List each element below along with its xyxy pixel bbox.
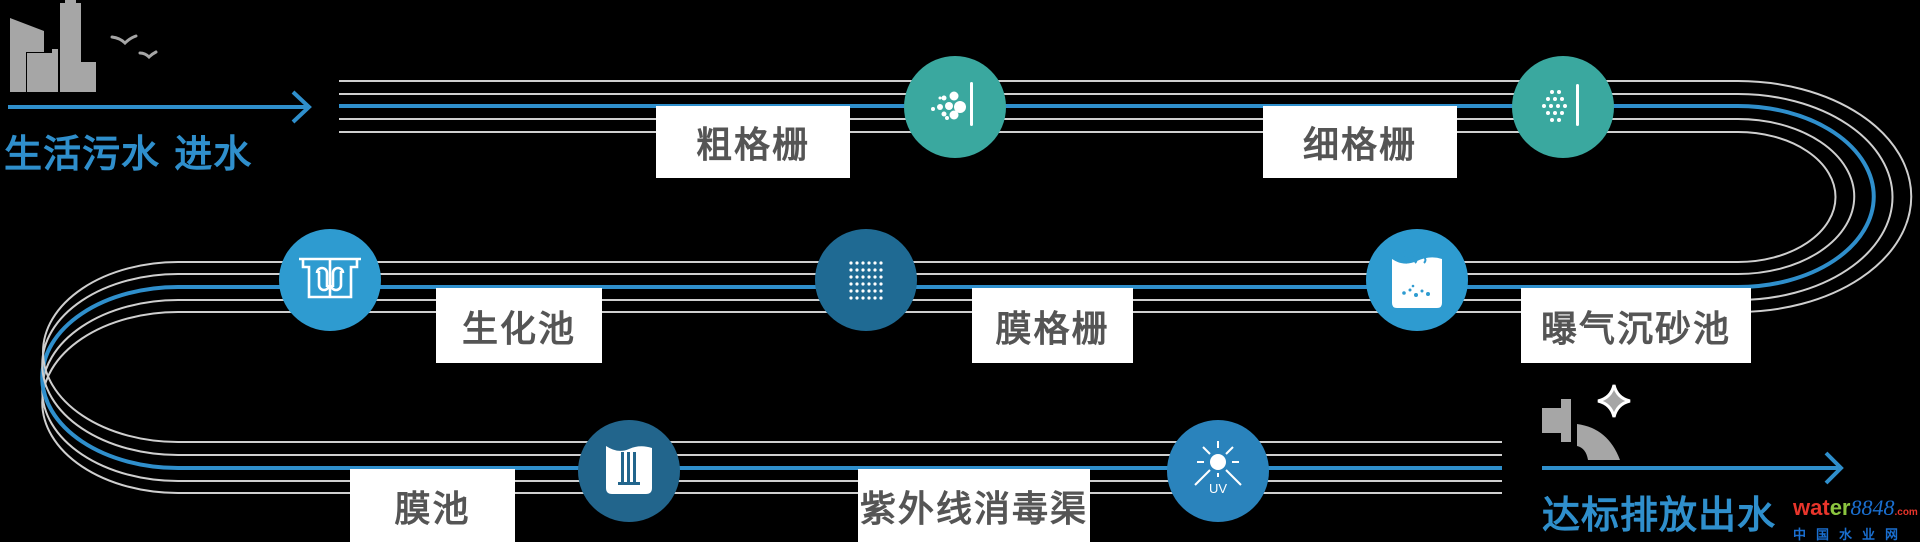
step-label-coarse-screen: 粗格栅	[656, 106, 850, 178]
step-label-biochemical-tank: 生化池	[436, 288, 602, 363]
flow-line	[40, 104, 1876, 470]
coarse-screen-icon	[904, 56, 1006, 158]
aerated-grit-tank-icon	[1366, 229, 1468, 331]
track-line	[42, 131, 1837, 443]
step-label-membrane-tank: 膜池	[350, 469, 515, 542]
inlet-title: 生活污水 进水	[4, 131, 253, 176]
uv-label: UV	[1209, 481, 1227, 496]
biochemical-tank-icon	[279, 229, 381, 331]
outlet-arrow	[1542, 451, 1844, 485]
fine-screen-icon	[1512, 56, 1614, 158]
watermark-logo: water8848.com 中国水业网	[1793, 495, 1918, 542]
step-label-membrane-screen: 膜格栅	[972, 288, 1133, 363]
track-line	[41, 118, 1856, 456]
step-label-fine-screen: 细格栅	[1263, 106, 1457, 178]
uv-sun-icon: UV	[1167, 420, 1269, 522]
step-label-aerated-grit-tank: 曝气沉砂池	[1521, 288, 1751, 363]
sparkle-icon	[1597, 384, 1631, 418]
membrane-screen-icon	[815, 229, 917, 331]
outlet-title: 达标排放出水	[1542, 492, 1777, 537]
inlet-arrow	[8, 90, 312, 124]
track-line	[41, 80, 1913, 494]
membrane-tank-icon	[578, 420, 680, 522]
outlet-pipe-icon	[1542, 399, 1620, 460]
city-buildings-icon	[10, 0, 96, 92]
birds-icon	[110, 34, 158, 60]
step-label-uv-disinfection: 紫外线消毒渠	[858, 469, 1090, 542]
